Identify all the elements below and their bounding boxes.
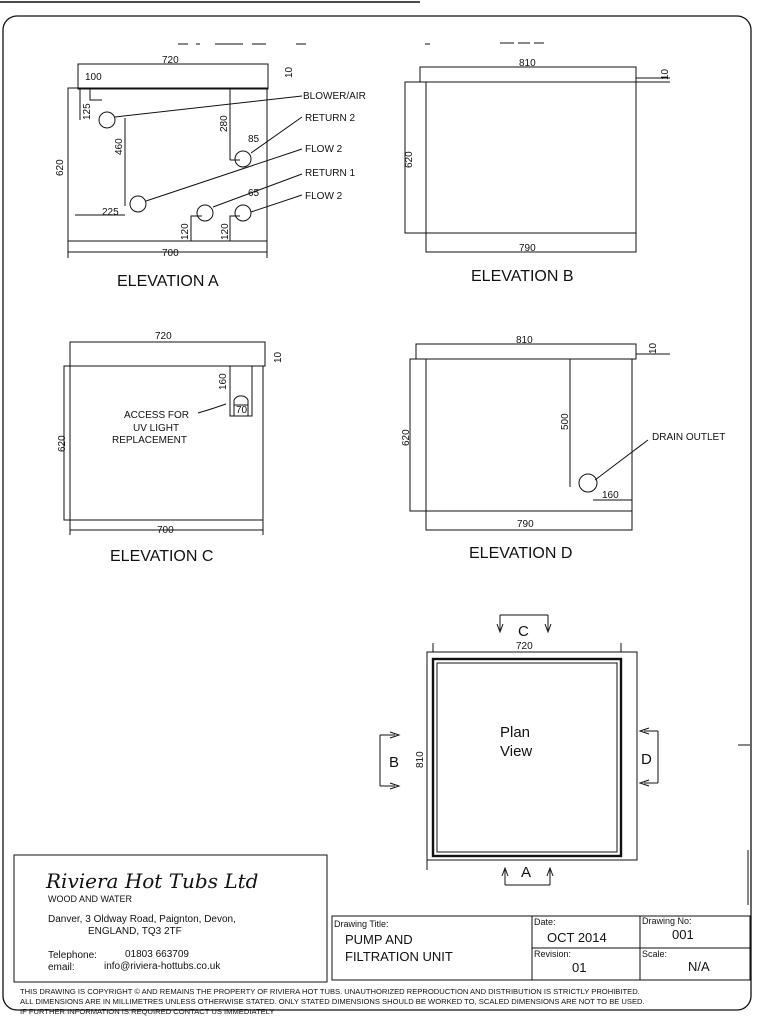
callout-return-1: RETURN 1 [305,168,355,179]
elevation-c-dim-uv-height: 160 [218,373,229,390]
plan-view-drawing [379,614,659,886]
callout-uv-line-3: REPLACEMENT [112,435,187,446]
drawing-no-label: Drawing No: [642,916,692,926]
elevation-c-title: ELEVATION C [110,548,213,565]
plan-rim [431,657,623,858]
plan-dim-depth: 810 [415,751,426,768]
drawing-no-value: 001 [672,927,694,942]
elevation-d-dim-height: 620 [401,429,412,446]
elevation-d-body [409,358,633,512]
company-email-label: email: [48,962,75,973]
elevation-b-lid [419,66,637,83]
elevation-a-drawing [67,63,303,258]
elevation-c-dim-top: 720 [155,331,172,342]
elevation-b-dim-bottom: 790 [519,243,536,254]
section-marker-c: C [518,623,529,640]
callout-uv-line-1: ACCESS FOR [124,410,189,421]
elevation-d-title: ELEVATION D [469,545,572,562]
elevation-d-drawing [409,343,670,531]
elevation-d-dim-thickness: 10 [648,342,659,354]
elevation-a-dim-return2-y: 280 [219,115,230,132]
elevation-a-dim-return1-y: 120 [180,223,191,240]
scale-label: Scale: [642,949,667,959]
elevation-c-lid [69,341,266,367]
plan-label-line-1: Plan [500,724,530,741]
revision-label: Revision: [534,949,571,959]
elevation-b-body [404,81,637,234]
flow-2b-port [234,204,252,222]
plan-label-line-2: View [500,743,532,760]
elevation-a-dim-blower-y: 125 [82,103,93,120]
elevation-a-dim-return2-x: 85 [248,134,260,145]
company-address-line-2: ENGLAND, TQ3 2TF [88,926,182,937]
elevation-a-dim-height: 620 [55,159,66,176]
elevation-a-dim-flow2b-y: 120 [220,223,231,240]
elevation-d-lid [415,343,637,360]
elevation-a-dim-bottom: 700 [162,248,179,259]
elevation-b-dim-top: 810 [519,58,536,69]
company-telephone: 01803 663709 [125,949,189,960]
elevation-a-body [67,87,268,242]
date-label: Date: [534,917,556,927]
footer-contact-note: IF FURTHER INFORMATION IS REQUIRED CONTA… [20,1007,274,1016]
return-1-port [196,204,214,222]
elevation-a-dim-flow2a-x: 225 [102,207,119,218]
callout-blower-air: BLOWER/AIR [303,91,366,102]
company-address-line-1: Danver, 3 Oldway Road, Paignton, Devon, [48,914,236,925]
company-telephone-label: Telephone: [48,950,97,961]
company-email: info@riviera-hottubs.co.uk [104,961,221,972]
sheet-border [2,15,752,1011]
plan-dim-width: 720 [516,641,533,652]
elevation-d-dim-drain-y: 500 [560,413,571,430]
return-2-port [234,150,252,168]
elevation-a-title: ELEVATION A [117,273,219,290]
elevation-a-dim-flow2a-y: 460 [114,138,125,155]
edge-marks [738,744,750,905]
elevation-a-dim-blower-x: 100 [85,72,102,83]
drain-outlet-port [578,473,598,493]
drawing-title-label: Drawing Title: [334,919,389,929]
elevation-c-drawing [63,341,266,535]
elevation-c-dim-uv-width: 70 [236,405,248,416]
elevation-a-dim-top: 720 [162,55,179,66]
scale-value: N/A [688,959,710,974]
elevation-b-title: ELEVATION B [471,268,574,285]
blower-air-port [98,111,116,129]
date-value: OCT 2014 [547,930,607,945]
section-marker-d: D [641,751,652,768]
title-block-grid [331,915,751,981]
elevation-a-dim-thickness: 10 [284,66,295,78]
footer-copyright: THIS DRAWING IS COPYRIGHT © AND REMAINS … [20,987,640,996]
elevation-b-dim-height: 620 [404,151,415,168]
drawing-title-line-2: FILTRATION UNIT [345,949,453,964]
callout-drain-outlet: DRAIN OUTLET [652,432,725,443]
elevation-c-dim-bottom: 700 [157,525,174,536]
uv-access-slot [229,365,253,417]
section-marker-b: B [389,754,399,771]
revision-value: 01 [572,960,586,975]
company-tagline: WOOD AND WATER [48,894,132,904]
drawing-title-line-1: PUMP AND [345,932,413,947]
elevation-c-dim-thickness: 10 [273,351,284,363]
callout-flow-2b: FLOW 2 [305,191,343,202]
elevation-a-dim-flow2b-x: 65 [248,188,260,199]
elevation-b-dim-thickness: 10 [660,68,671,80]
scan-marks [178,42,544,45]
callout-return-2: RETURN 2 [305,113,355,124]
elevation-a-lid [77,63,269,90]
company-box [13,854,328,983]
flow-2a-port [129,195,147,213]
company-name: Riviera Hot Tubs Ltd [45,869,258,893]
callout-uv-line-2: UV LIGHT [133,423,179,434]
elevation-c-dim-height: 620 [57,435,68,452]
elevation-b-drawing [404,66,670,253]
callout-flow-2a: FLOW 2 [305,144,343,155]
elevation-d-dim-bottom: 790 [517,519,534,530]
section-marker-a: A [521,864,531,881]
elevation-d-dim-drain-x: 160 [602,490,619,501]
elevation-c-body [63,365,264,521]
footer-dimensions-note: ALL DIMENSIONS ARE IN MILLIMETRES UNLESS… [20,997,645,1006]
elevation-d-dim-top: 810 [516,335,533,346]
